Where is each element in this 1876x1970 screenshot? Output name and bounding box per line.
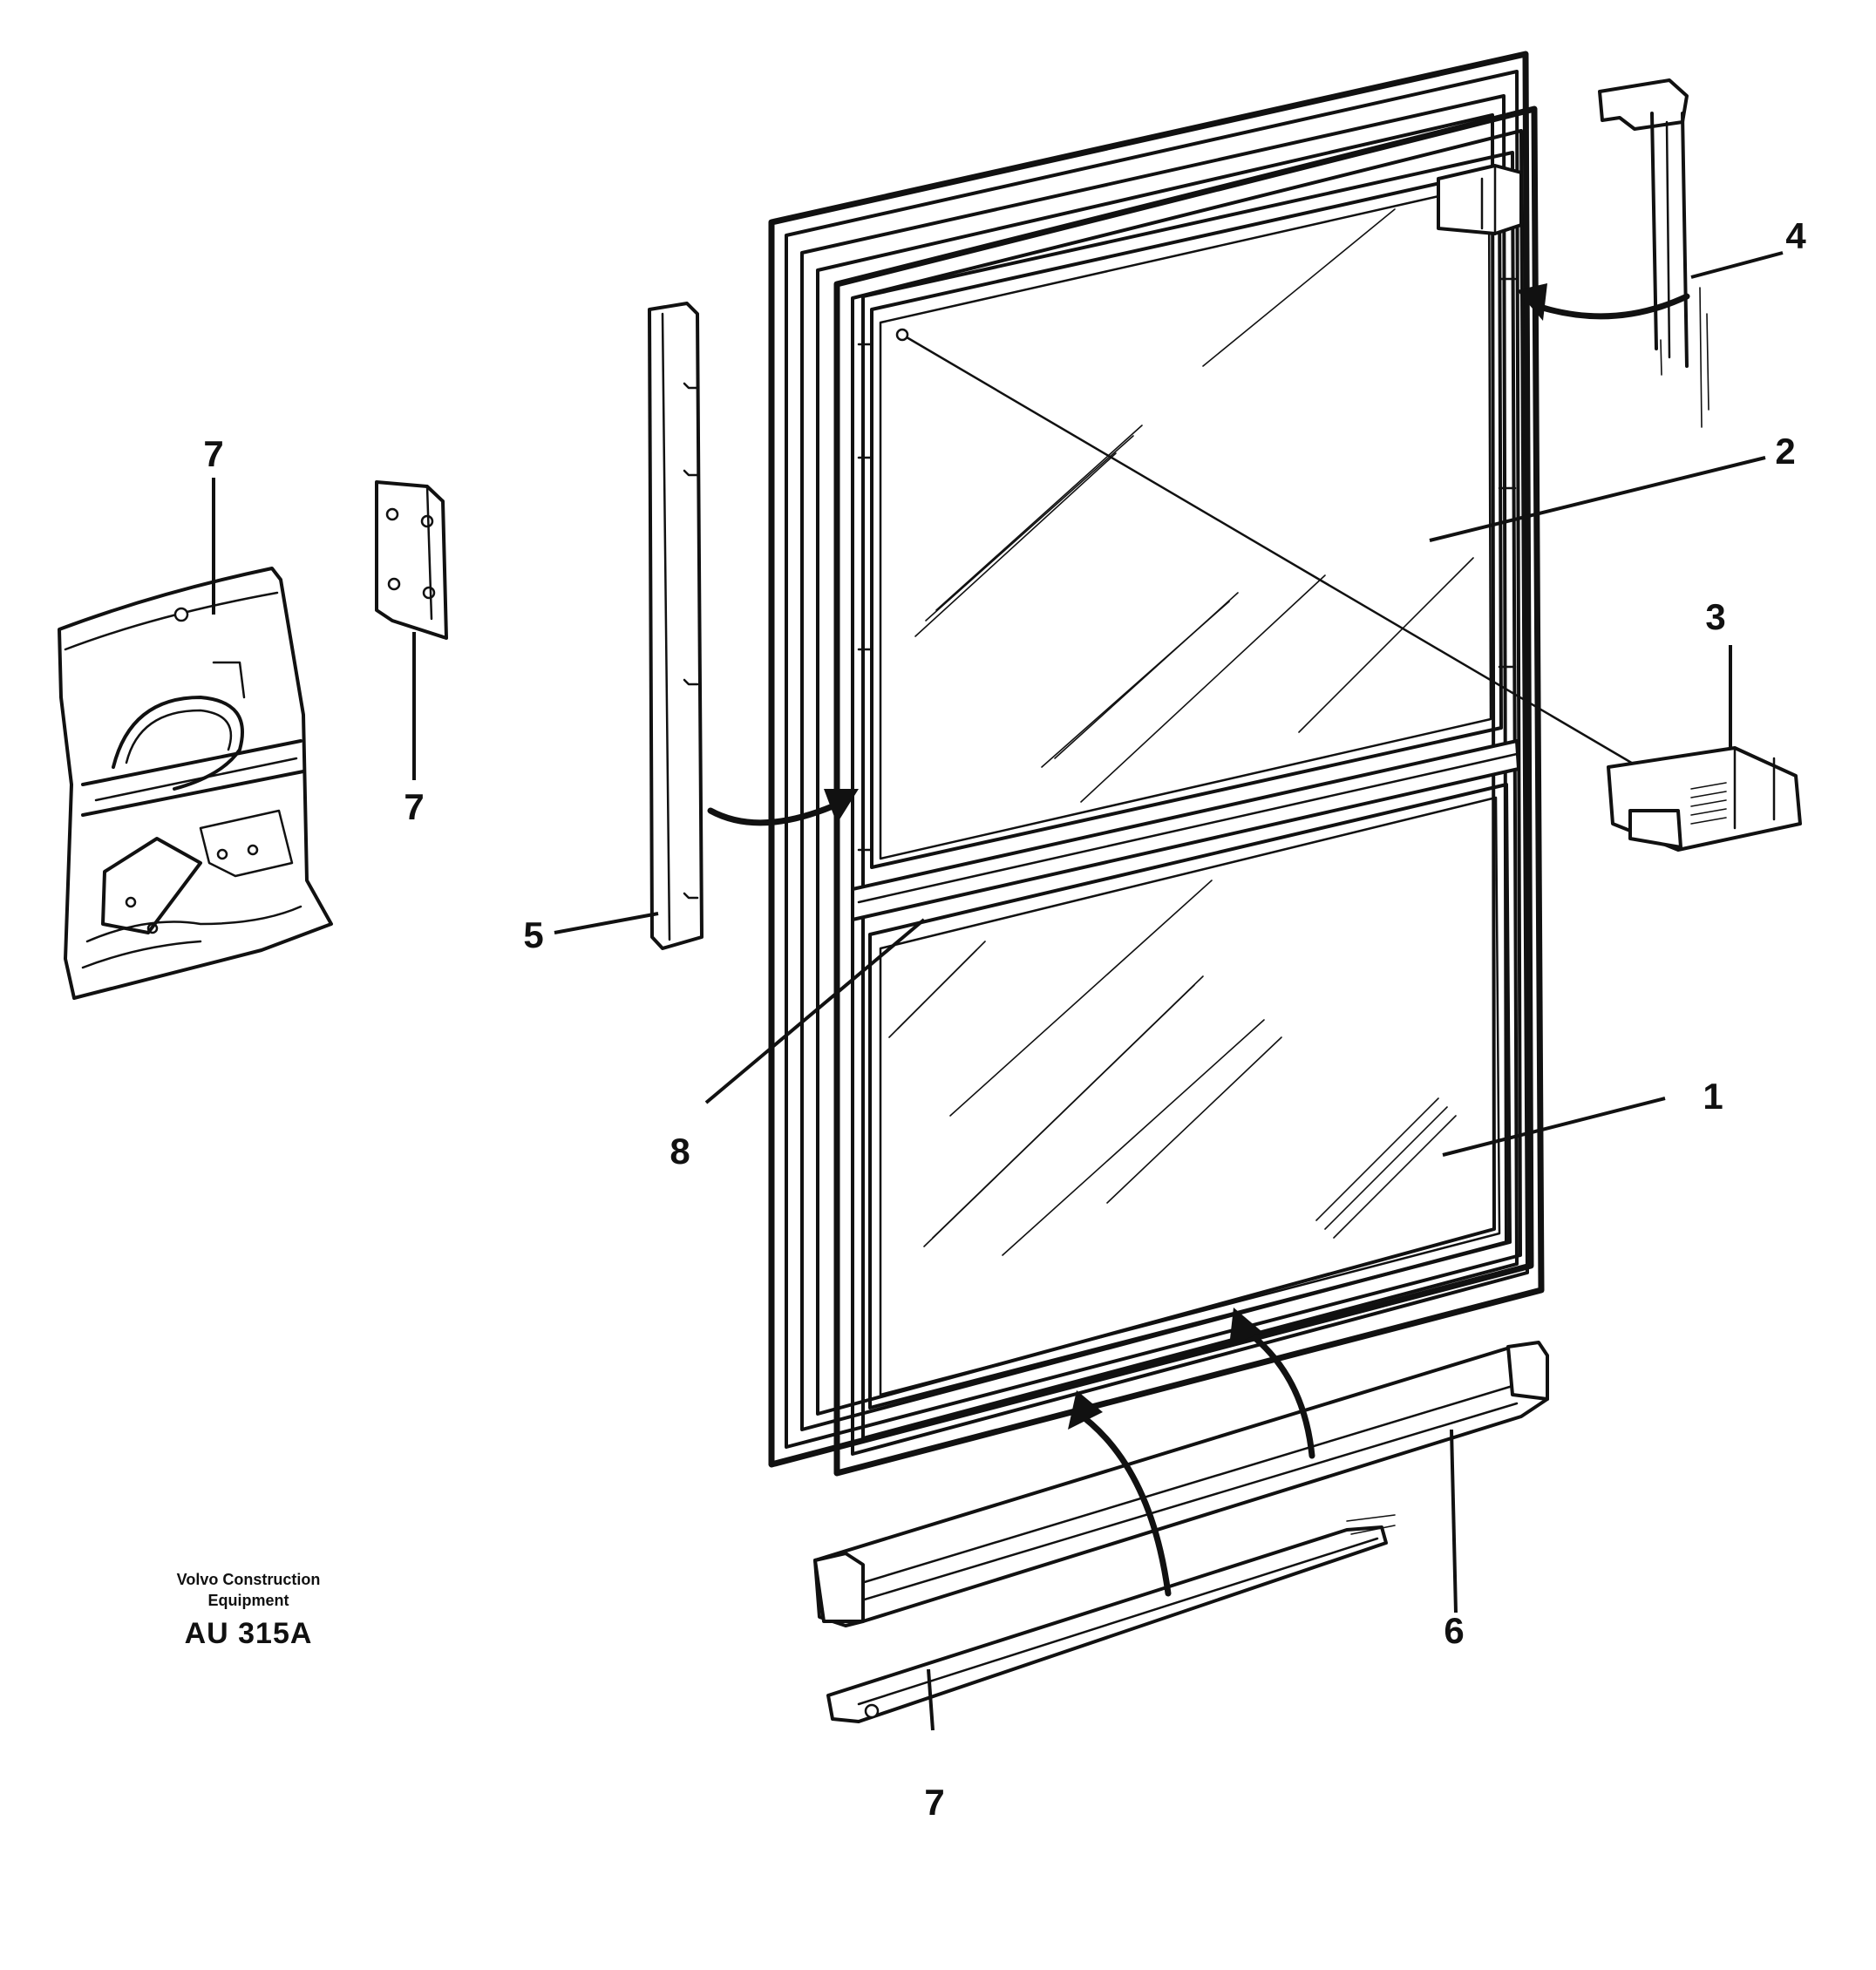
upper-right-rail bbox=[1598, 78, 1709, 428]
inner-rail-notches bbox=[857, 277, 1517, 852]
callout-6: 6 bbox=[1444, 1610, 1464, 1651]
callout-8: 8 bbox=[670, 1131, 690, 1172]
callout-7-plate: 7 bbox=[404, 786, 424, 827]
arrow-head-strip bbox=[1068, 1390, 1103, 1430]
arrow-head-left-rail bbox=[824, 789, 859, 824]
middle-crossbar bbox=[851, 739, 1520, 921]
leader-lines bbox=[212, 251, 1784, 1731]
callout-5: 5 bbox=[523, 914, 543, 955]
arrow-head-channel bbox=[1229, 1308, 1262, 1347]
top-catch-block bbox=[1437, 164, 1523, 235]
latch-link-line bbox=[901, 333, 1641, 769]
hardware-plate bbox=[375, 480, 448, 640]
manufacturer-name-line1: Volvo Construction bbox=[177, 1571, 321, 1588]
latch bbox=[1607, 746, 1802, 852]
callout-2: 2 bbox=[1775, 431, 1795, 472]
lower-glass-pane bbox=[868, 783, 1512, 1410]
callout-3: 3 bbox=[1705, 596, 1725, 637]
drawing-code: AU 315A bbox=[185, 1617, 313, 1650]
bottom-channel bbox=[813, 1341, 1549, 1627]
callout-4: 4 bbox=[1785, 215, 1806, 256]
callout-7-bag: 7 bbox=[203, 433, 223, 474]
callout-7-bottom-strip: 7 bbox=[924, 1782, 944, 1823]
parts-kit-bag bbox=[58, 567, 333, 1000]
left-guide-rail bbox=[648, 302, 704, 950]
bottom-seal-strip bbox=[826, 1514, 1396, 1723]
manufacturer-name-line2: Equipment bbox=[208, 1592, 289, 1609]
arrow-head-right-rail bbox=[1517, 283, 1547, 321]
callout-1: 1 bbox=[1703, 1076, 1723, 1117]
window-frame bbox=[768, 51, 1545, 1477]
assembly-arrows bbox=[707, 283, 1690, 1597]
latch-pivot bbox=[895, 328, 909, 342]
